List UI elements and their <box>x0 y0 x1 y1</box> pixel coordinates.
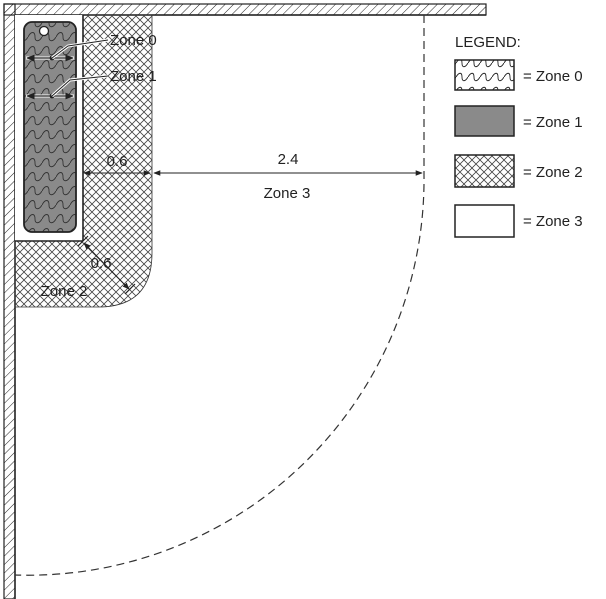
legend-swatch-wavy <box>454 59 515 91</box>
dimension-2-4: 2.4 <box>153 151 423 176</box>
legend-title: LEGEND: <box>455 34 521 51</box>
top-wall <box>3 3 487 16</box>
zone3-boundary <box>14 15 425 576</box>
bathtub <box>23 21 77 233</box>
svg-text:= Zone 0: = Zone 0 <box>523 68 583 85</box>
svg-text:= Zone 3: = Zone 3 <box>523 213 583 230</box>
dimension-0-6-diagonal: 0.6 <box>77 235 136 295</box>
zone1-callout: Zone 1 <box>110 68 157 85</box>
zone3-label: Zone 3 <box>264 185 311 202</box>
legend-item-zone3: = Zone 3 <box>454 204 583 238</box>
svg-text:= Zone 1: = Zone 1 <box>523 114 583 131</box>
legend-item-zone2: = Zone 2 <box>454 154 583 188</box>
zone0-level-marker <box>26 38 109 62</box>
zone1-level-marker <box>26 74 109 100</box>
legend-swatch-crosshatch <box>454 154 515 188</box>
svg-text:= Zone 2: = Zone 2 <box>523 164 583 181</box>
legend-item-zone0: = Zone 0 <box>454 59 583 91</box>
left-wall <box>3 3 16 599</box>
svg-text:0.6: 0.6 <box>91 255 112 272</box>
dimension-0-6-horizontal: 0.6 <box>83 153 151 176</box>
drain-icon <box>38 25 50 37</box>
legend-item-zone1: = Zone 1 <box>454 105 583 137</box>
zone2-label: Zone 2 <box>41 283 88 300</box>
svg-text:0.6: 0.6 <box>107 153 128 170</box>
zone0-callout: Zone 0 <box>110 32 157 49</box>
svg-text:2.4: 2.4 <box>278 151 299 168</box>
legend: LEGEND: = Zone 0 = Zone 1 = Zone 2 = Zon… <box>454 34 583 238</box>
legend-swatch-blank <box>454 204 515 238</box>
legend-swatch-solid <box>454 105 515 137</box>
